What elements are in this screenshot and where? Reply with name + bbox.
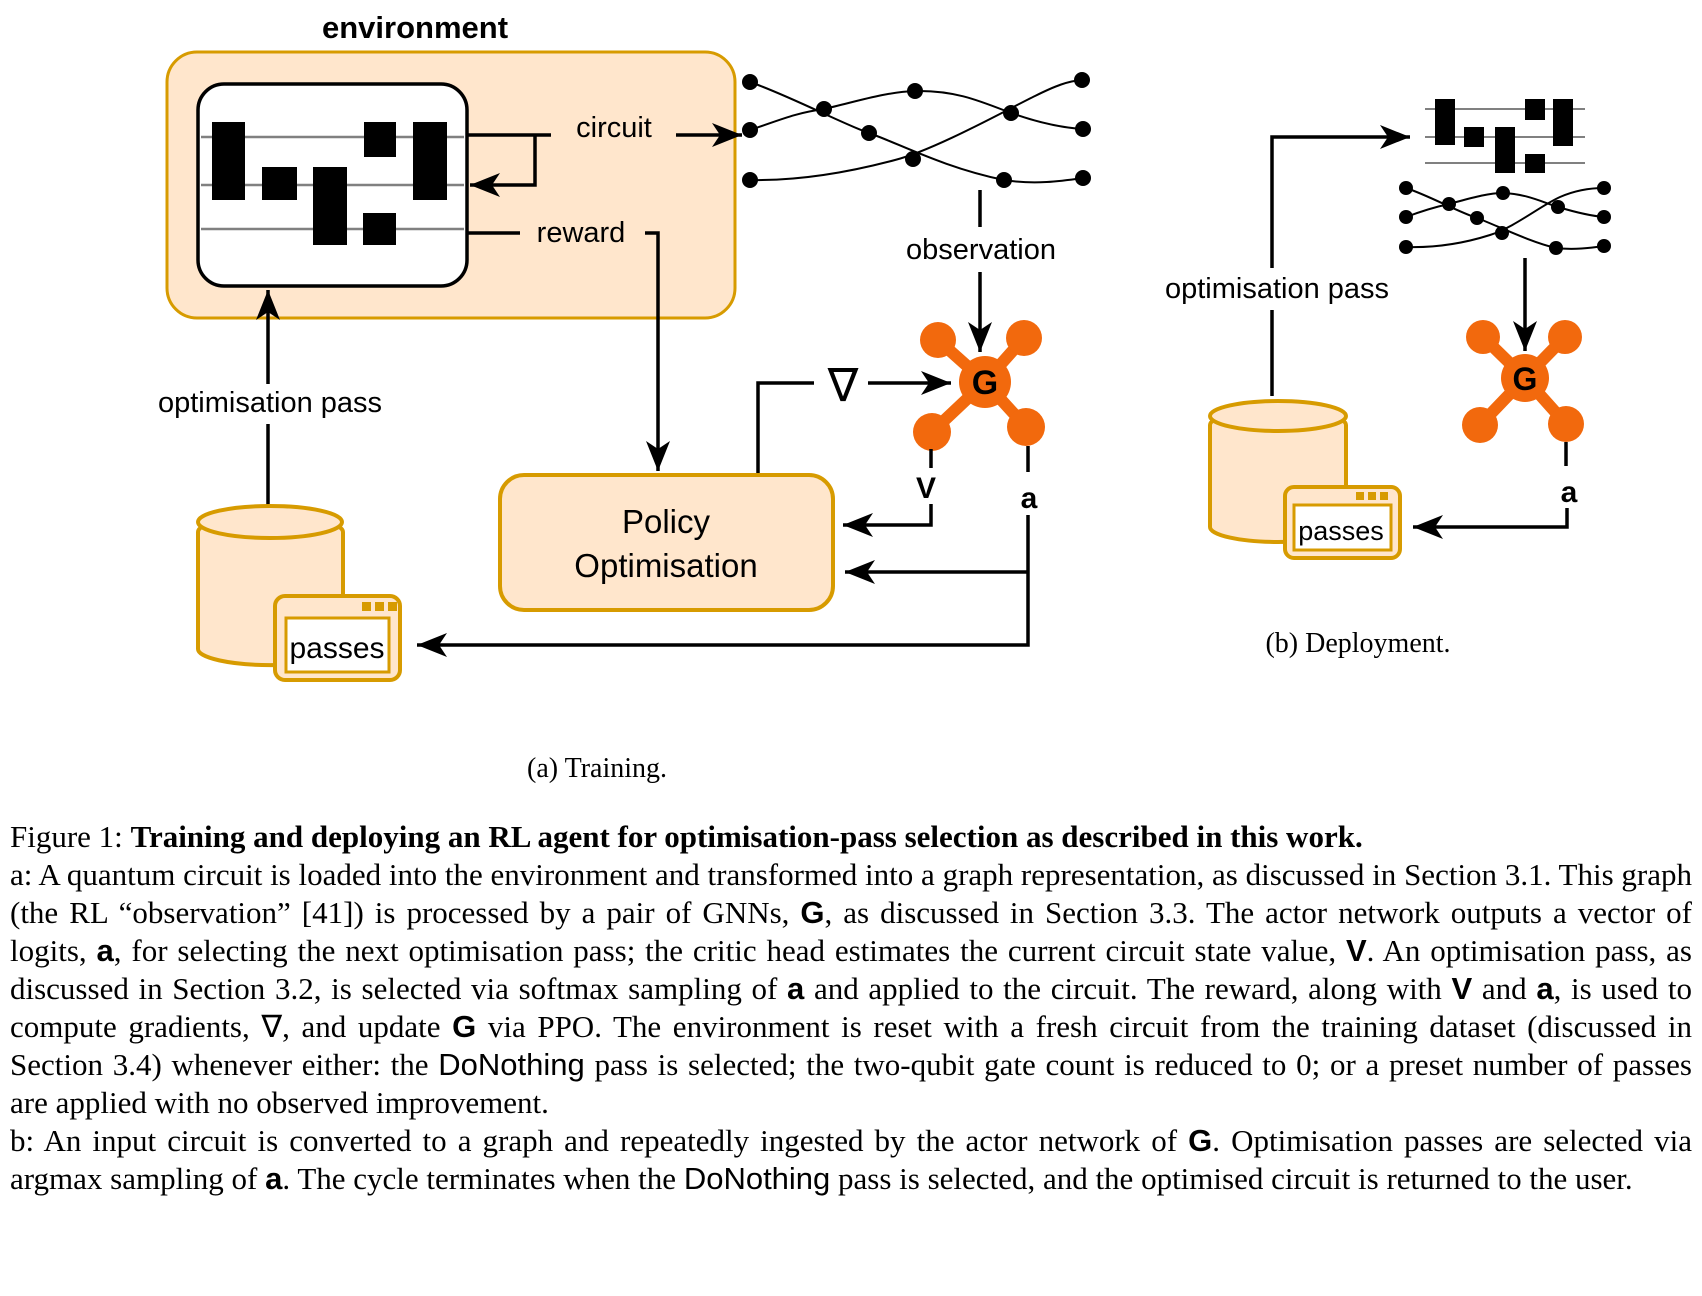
circuit-label: circuit xyxy=(576,112,652,144)
passes-label-deploy: passes xyxy=(1298,516,1384,546)
quantum-circuit-icon-deploy xyxy=(1425,99,1585,173)
quantum-circuit-icon xyxy=(201,122,464,245)
graph-icon-training xyxy=(742,72,1091,188)
policy-optimisation-box xyxy=(498,473,835,612)
subcaption-b: (b) Deployment. xyxy=(1265,628,1450,659)
policy-label-line1: Policy xyxy=(622,503,711,540)
optimisation-pass-label-training: optimisation pass xyxy=(158,387,382,419)
subcaption-a: (a) Training. xyxy=(527,753,667,784)
value-arrow xyxy=(843,504,933,537)
gnn-label-deploy: G xyxy=(1513,361,1538,397)
graph-icon-deploy xyxy=(1399,181,1611,255)
passes-label-training: passes xyxy=(289,632,384,665)
circuit-feedback-arrow xyxy=(470,135,537,197)
passes-window-deploy: passes xyxy=(1283,485,1402,560)
reward-label: reward xyxy=(537,217,626,249)
environment-label: environment xyxy=(322,10,508,45)
optimisation-pass-arrow-deploy xyxy=(1270,125,1410,268)
figure-caption: Figure 1: Training and deploying an RL a… xyxy=(10,819,1693,1196)
gnn-label-training: G xyxy=(972,364,998,402)
gradient-line xyxy=(756,381,814,474)
gnn-icon-training: G xyxy=(913,320,1045,451)
action-label-training: a xyxy=(1021,482,1038,515)
action-to-passes-arrow xyxy=(417,515,1030,657)
policy-label-line2: Optimisation xyxy=(574,547,757,584)
action-to-passes-arrow-deploy xyxy=(1413,508,1569,539)
nabla-symbol: ∇ xyxy=(827,358,859,412)
value-label: V xyxy=(916,472,936,505)
action-label-deploy: a xyxy=(1561,476,1578,509)
reward-arrow xyxy=(645,231,670,471)
gnn-icon-deploy: G xyxy=(1462,320,1584,443)
figure-diagram: environment circuit reward optimisation … xyxy=(158,10,1611,784)
optimisation-pass-label-deploy: optimisation pass xyxy=(1165,273,1389,305)
observation-label: observation xyxy=(906,234,1056,266)
passes-window-training: passes xyxy=(273,594,402,682)
